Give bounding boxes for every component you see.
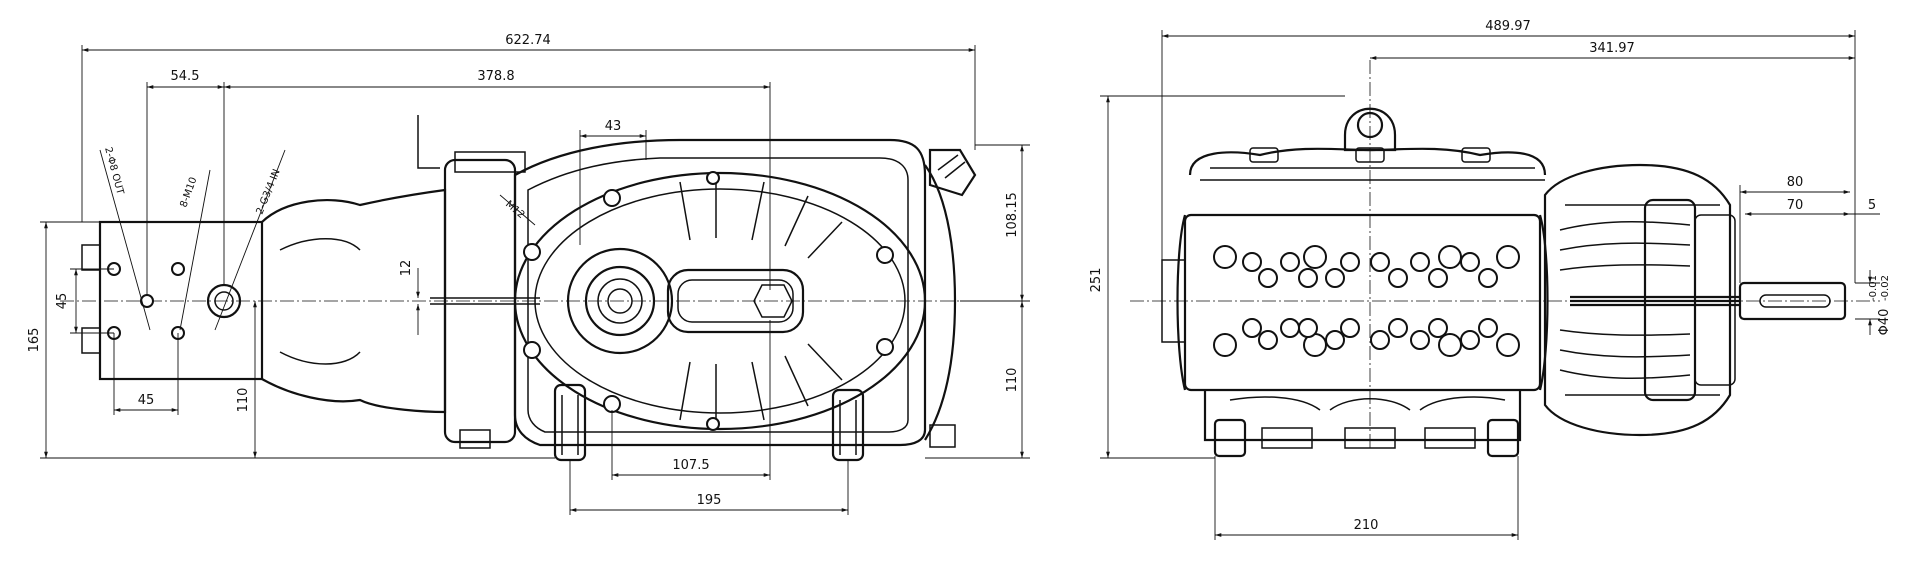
top-boss — [454, 151, 526, 173]
foot-left-front — [1213, 418, 1247, 458]
dim-key-length: 80 — [1787, 175, 1804, 190]
lower-boss — [459, 429, 491, 449]
inlet-port-inner — [214, 291, 234, 311]
inlet-flange-block — [98, 220, 264, 381]
manifold-bolts-lower — [1213, 318, 1520, 357]
shaft-tolerance-upper: -0.01 — [1868, 275, 1879, 301]
gear-cover — [513, 171, 927, 431]
gear-housing — [513, 138, 927, 447]
dim-foot-outer: 195 — [697, 493, 722, 508]
leader-outlet — [99, 149, 151, 331]
callout-inlet: 2-G3/4 IN — [255, 168, 283, 216]
dim-shaft-length: 341.97 — [1589, 41, 1635, 56]
front-dimensions: 489.97 341.97 251 80 70 5 Φ40 -0.01 -0.0… — [1089, 19, 1892, 540]
gear-housing-inner — [527, 157, 909, 433]
shaft-diameter: Φ40 — [1877, 309, 1892, 336]
dim-height: 251 — [1089, 268, 1104, 293]
left-end-cap — [1161, 259, 1186, 343]
lower-boss-right — [929, 424, 956, 448]
shaft-key — [1759, 294, 1831, 308]
lower-housing — [1203, 390, 1522, 442]
dim-shaft-offset: 12 — [399, 260, 414, 277]
dim-foot-inner: 107.5 — [672, 458, 709, 473]
breather-slot — [944, 161, 966, 179]
rear-flange — [924, 164, 957, 441]
output-shaft — [1738, 281, 1847, 321]
front-view — [1130, 60, 1880, 458]
gear-hub — [566, 247, 674, 355]
dim-flange-bolt-vertical: 45 — [55, 293, 70, 310]
neck-contour — [279, 238, 361, 365]
dim-overall-width: 489.97 — [1485, 19, 1531, 34]
gear-cover-rim — [534, 188, 906, 414]
breather-slot — [937, 154, 959, 171]
dim-shaft-end: 5 — [1868, 198, 1876, 213]
dim-flange-bolt-horizontal: 45 — [138, 393, 155, 408]
lifting-bracket — [417, 115, 440, 169]
foot-left — [553, 383, 587, 462]
gear-hub-inner — [584, 265, 656, 337]
cover-bolts — [523, 171, 894, 431]
drain-plug — [753, 284, 793, 318]
dim-pump-offset: 43 — [605, 119, 622, 134]
dim-overall-length: 622.74 — [505, 33, 551, 48]
lifting-eye — [1343, 107, 1397, 152]
input-shaft — [607, 288, 633, 314]
shaft-tolerance-lower: -0.02 — [1880, 275, 1891, 301]
oil-window-inner — [677, 279, 794, 323]
cover-ribs — [679, 178, 843, 424]
leader-lifting — [499, 194, 536, 226]
flange-bolt-hole — [171, 262, 185, 276]
breather — [928, 148, 977, 197]
foot-right-front — [1486, 418, 1520, 458]
flange-tab-bottom — [81, 327, 101, 354]
leader-bolts — [179, 169, 211, 331]
dim-foot-spacing: 210 — [1354, 518, 1379, 533]
oil-window — [666, 268, 805, 334]
manifold-bolts-upper — [1213, 245, 1520, 288]
leader-inlet — [214, 149, 286, 331]
upper-housing — [1188, 147, 1547, 176]
callout-bolts: 8-M10 — [178, 176, 199, 209]
dim-inlet-to-shaft: 378.8 — [477, 69, 514, 84]
left-side-view — [60, 115, 1020, 462]
lifting-eye-hole — [1356, 111, 1384, 139]
input-shaft-spline — [597, 278, 643, 324]
dim-flange-offset: 54.5 — [171, 69, 200, 84]
dim-left-total-height: 165 — [27, 328, 42, 353]
dim-right-upper-height: 108.15 — [1005, 192, 1020, 238]
manifold-face — [1183, 213, 1542, 392]
dim-key-width: 70 — [1787, 198, 1804, 213]
gearbox — [1543, 163, 1732, 437]
dim-right-lower-height: 110 — [1005, 368, 1020, 393]
flange-tab-top — [81, 244, 101, 271]
dim-inlet-height: 110 — [236, 388, 251, 413]
